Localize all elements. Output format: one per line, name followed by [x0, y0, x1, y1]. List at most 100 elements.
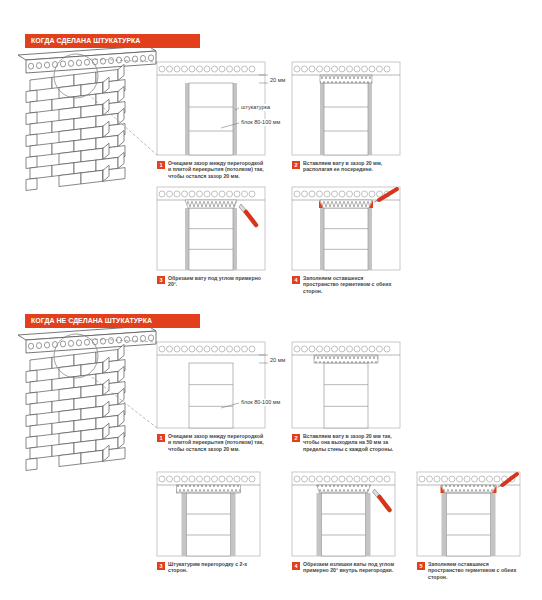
- block-wall: [324, 363, 368, 428]
- slab-hole: [242, 346, 248, 352]
- slab-hole: [100, 338, 105, 344]
- step-number: 3: [157, 276, 165, 284]
- step-number: 1: [157, 161, 165, 169]
- block-joint: [322, 514, 366, 515]
- block-joint: [324, 107, 368, 108]
- brick: [26, 370, 37, 382]
- brick-side: [103, 401, 109, 417]
- part-label: блок 80-100 мм: [240, 119, 281, 126]
- brick: [26, 90, 37, 102]
- step-caption: Заполняем оставшиеся пространство гермет…: [428, 561, 520, 580]
- slab-hole: [234, 346, 240, 352]
- panel-frame: [292, 342, 400, 428]
- slab-hole: [309, 191, 315, 197]
- brick: [59, 453, 81, 467]
- block-joint: [189, 384, 233, 385]
- plaster: [366, 493, 371, 556]
- slab-hole: [234, 66, 240, 72]
- block-joint: [189, 131, 233, 132]
- slab-hole: [294, 66, 300, 72]
- brick: [26, 392, 37, 404]
- slab-hole: [249, 346, 255, 352]
- step-caption: Очищаем зазор между перегородкой и плито…: [168, 160, 264, 179]
- node-text: 3: [158, 277, 164, 283]
- slab-hole: [84, 59, 89, 65]
- slab-hole: [219, 476, 225, 482]
- slab-hole: [167, 191, 173, 197]
- brick: [30, 423, 52, 437]
- brick: [30, 357, 52, 371]
- slab-hole: [197, 66, 203, 72]
- slab-hole: [219, 66, 225, 72]
- node-text: КОГДА СДЕЛАНА ШТУКАТУРКА: [31, 37, 194, 45]
- slab-hole: [219, 191, 225, 197]
- slab-hole: [124, 57, 129, 63]
- slab-hole: [108, 338, 113, 344]
- brick-side: [118, 64, 124, 80]
- slab-hole: [324, 191, 330, 197]
- slab-hole: [159, 346, 165, 352]
- slab-hole: [377, 346, 383, 352]
- plaster: [182, 493, 187, 556]
- block-wall: [324, 208, 368, 270]
- slab-hole: [302, 66, 308, 72]
- slab-hole: [44, 342, 49, 348]
- slab-hole: [36, 63, 41, 69]
- slab-hole: [28, 63, 33, 69]
- part-label: блок 80-100 мм: [240, 399, 281, 406]
- slab-hole: [68, 60, 73, 66]
- panel-frame: [292, 62, 400, 155]
- step-panel: [292, 342, 400, 428]
- slab-hole: [249, 191, 255, 197]
- slab-hole: [76, 60, 81, 66]
- slab-hole: [182, 66, 188, 72]
- leader-line: [235, 108, 239, 110]
- slab-hole: [167, 346, 173, 352]
- slab-hole: [197, 346, 203, 352]
- block-wall: [189, 363, 233, 428]
- dimension-label: 20 мм: [269, 77, 286, 84]
- slab-hole: [369, 476, 375, 482]
- block-joint: [324, 249, 368, 250]
- slab-hole: [369, 191, 375, 197]
- leader-dashed: [88, 94, 157, 155]
- plaster: [233, 83, 237, 155]
- slab-hole: [212, 191, 218, 197]
- slab-hole: [249, 476, 255, 482]
- slab-hole: [384, 346, 390, 352]
- slab-hole: [124, 337, 129, 343]
- node-text: 4: [293, 277, 299, 283]
- slab-hole: [189, 191, 195, 197]
- slab-hole: [434, 476, 440, 482]
- brick-side: [103, 379, 109, 395]
- block-joint: [189, 107, 233, 108]
- slab-hole: [369, 346, 375, 352]
- slab-hole: [36, 343, 41, 349]
- slab-hole: [457, 476, 463, 482]
- plaster: [231, 493, 236, 556]
- brick: [30, 445, 52, 459]
- plaster: [320, 83, 324, 155]
- leader-line: [221, 403, 239, 408]
- slab-hole: [339, 476, 345, 482]
- step-caption: Вставляем вату в зазор 20 мм, располагая…: [303, 160, 399, 173]
- slab-hole: [44, 62, 49, 68]
- brick: [30, 401, 52, 415]
- slab-hole: [324, 476, 330, 482]
- brick: [30, 379, 52, 393]
- node-text: 4: [293, 563, 299, 569]
- slab-hole: [182, 476, 188, 482]
- slab-hole: [362, 191, 368, 197]
- slab-hole: [227, 66, 233, 72]
- brick-side: [118, 366, 124, 382]
- sealant: [319, 200, 323, 208]
- slab-hole: [84, 339, 89, 345]
- slab-hole: [174, 191, 180, 197]
- slab-hole: [227, 476, 233, 482]
- slab-hole: [339, 66, 345, 72]
- panel-frame: [417, 472, 520, 556]
- brick: [26, 458, 37, 470]
- block-joint: [322, 535, 366, 536]
- mineral-wool: [185, 200, 237, 208]
